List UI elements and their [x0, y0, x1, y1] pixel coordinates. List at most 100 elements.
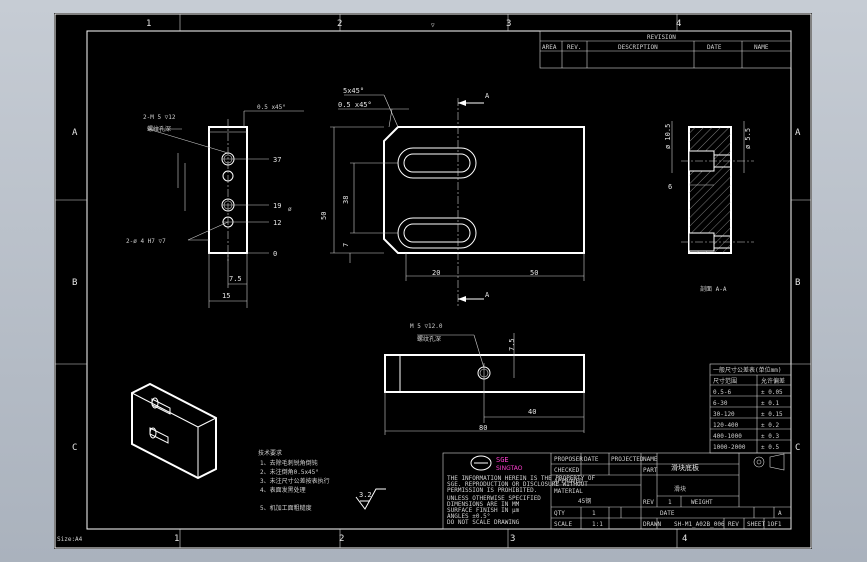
tb-label-date: DATE [584, 456, 599, 463]
bottom-hole-pos: 40 [528, 408, 536, 416]
bottom-callout: M 5 ▽12.0 [410, 323, 443, 330]
tb-note-4: UNLESS OTHERWISE SPECIFIED [447, 495, 541, 502]
revision-title: REVISION [647, 34, 676, 41]
rev-col-description: DESCRIPTION [618, 44, 658, 51]
tb-label-name: NAME [643, 456, 658, 463]
zone-right-a: A [795, 128, 801, 138]
drawing-sheet: 1 2 3 4 ▽ 1 2 3 4 A B C A B C Size:A4 RE… [54, 13, 812, 549]
tb-note-7: ANGLES ±0.5° [447, 513, 490, 520]
front-chamfer-large: 5x45° [343, 87, 364, 95]
section-mark-bottom: A [485, 291, 490, 299]
side-mark: ø [288, 206, 292, 213]
zone-bottom-3: 3 [510, 534, 515, 544]
rev-col-name: NAME [754, 44, 769, 51]
tb-drawing-no: SH-M1_A02B_006 [674, 521, 725, 528]
tb-note-1: THE INFORMATION HEREIN IS THE PROPERTY O… [447, 475, 595, 482]
side-pin-callout: 2-ø 4 H7 ▽7 [126, 238, 166, 245]
tb-note-2: SGE. REPRODUCTION OR DISCLOSURE WITHOUT [447, 481, 588, 488]
tb-label-sheet: SHEET [747, 521, 765, 528]
zone-bottom-1: 1 [174, 534, 179, 544]
zone-top-2: 2 [337, 19, 342, 29]
tb-label-sheet-rev: REV [728, 521, 739, 528]
front-x-offset: 20 [432, 269, 440, 277]
tol-header-dev: 允许偏差 [761, 377, 785, 385]
section-depth: 6 [668, 183, 672, 191]
zone-bottom-4: 4 [682, 534, 687, 544]
tb-label-scale: SCALE [554, 521, 572, 528]
zone-left-a: A [72, 128, 78, 138]
tol-row-2-dev: ± 0.1 [761, 400, 779, 407]
tol-header-range: 尺寸范围 [713, 377, 737, 385]
zone-top-4: 4 [676, 19, 681, 29]
tb-scale-value: 1:1 [592, 521, 603, 528]
side-ordinate-37: 37 [273, 156, 281, 164]
tol-row-5-range: 400-1000 [713, 433, 742, 440]
tb-label-drawn: DRAWN [643, 521, 661, 528]
tech-item-3: 3、未注尺寸公差按表执行 [260, 477, 330, 485]
tb-rev-value: 1 [668, 499, 672, 506]
inner-frame [86, 30, 792, 530]
tech-requirements: 技术要求 1、去除毛刺锐角倒钝 2、未注倒角0.5x45° 3、未注尺寸公差按表… [258, 449, 330, 512]
tb-name-value: 滑块底板 [671, 463, 699, 472]
tb-sheet-value: 1OF1 [767, 521, 782, 528]
side-hole-callout: 2-M 5 ▽12 [143, 114, 176, 121]
bottom-view [384, 333, 585, 435]
side-hole-note: 螺纹孔深 [147, 125, 171, 133]
front-slot-pitch: 38 [342, 196, 350, 204]
zone-ticks [55, 14, 811, 548]
rev-col-rev: REV. [567, 44, 581, 51]
tol-row-5-dev: ± 0.3 [761, 433, 779, 440]
tol-row-4-range: 120-400 [713, 422, 739, 429]
zone-right-c: C [795, 443, 800, 453]
tb-qty-value: 1 [592, 510, 596, 517]
zone-right-b: B [795, 278, 800, 288]
tol-row-1-range: 0.5-6 [713, 389, 731, 396]
bottom-height: 7.5 [508, 338, 516, 351]
tb-label-weight: WEIGHT [691, 499, 713, 506]
tb-note-3: PERMISSION IS PROHIBITED. [447, 487, 537, 494]
side-view [147, 110, 304, 308]
revision-table: REVISION AREA REV. DESCRIPTION DATE NAME [539, 30, 792, 69]
tol-row-1-dev: ± 0.05 [761, 389, 783, 396]
side-ordinate-0: 0 [273, 250, 277, 258]
tb-note-8: DO NOT SCALE DRAWING [447, 519, 520, 526]
tol-row-6-dev: ± 0.5 [761, 444, 779, 451]
section-view [671, 121, 754, 254]
tb-label-checked: CHECKED [554, 467, 580, 474]
tol-row-6-range: 1000-2000 [713, 444, 746, 451]
tol-row-2-range: 6-30 [713, 400, 728, 407]
zone-top-3: 3 [506, 19, 511, 29]
zone-top-1: 1 [146, 19, 151, 29]
tb-label-proposer: PROPOSER [554, 456, 583, 463]
side-chamfer: 0.5 x45° [257, 104, 286, 111]
rev-col-area: AREA [542, 44, 557, 51]
zone-left-b: B [72, 278, 77, 288]
isometric-view [131, 382, 217, 480]
section-mark-top: A [485, 92, 490, 100]
front-chamfer-small: 0.5 x45° [338, 101, 372, 109]
tb-label-projected: PROJECTED [611, 456, 644, 463]
outer-frame [54, 13, 812, 549]
tb-label-material: MATERIAL [554, 488, 583, 495]
bottom-note: 螺纹孔深 [417, 335, 441, 343]
front-view [330, 94, 585, 308]
section-dia-b: ø 5.5 [744, 128, 752, 149]
zone-left-c: C [72, 443, 77, 453]
tb-label-date-2: DATE [660, 510, 675, 517]
tb-note-5: DIMENSIONS ARE IN MM [447, 501, 520, 508]
front-x-length: 50 [530, 269, 538, 277]
tol-row-4-dev: ± 0.2 [761, 422, 779, 429]
logo-icon [470, 455, 492, 471]
surface-finish-value: 3.2 [359, 491, 372, 499]
surface-finish-symbol [355, 488, 386, 510]
logo-subtext: SINGTAO [496, 465, 523, 472]
tb-label-rev: REV [643, 499, 654, 506]
tech-title: 技术要求 [258, 449, 282, 457]
projection-symbol-icon [753, 456, 765, 468]
tol-title: 一般尺寸公差表(单位mm) [713, 366, 781, 374]
side-ordinate-12: 12 [273, 219, 281, 227]
tech-footer: 5、机加工面粗糙度 [260, 504, 312, 512]
tech-item-4: 4、表面发黑处理 [260, 486, 306, 494]
tb-label-approved: APPROVED [554, 478, 583, 485]
